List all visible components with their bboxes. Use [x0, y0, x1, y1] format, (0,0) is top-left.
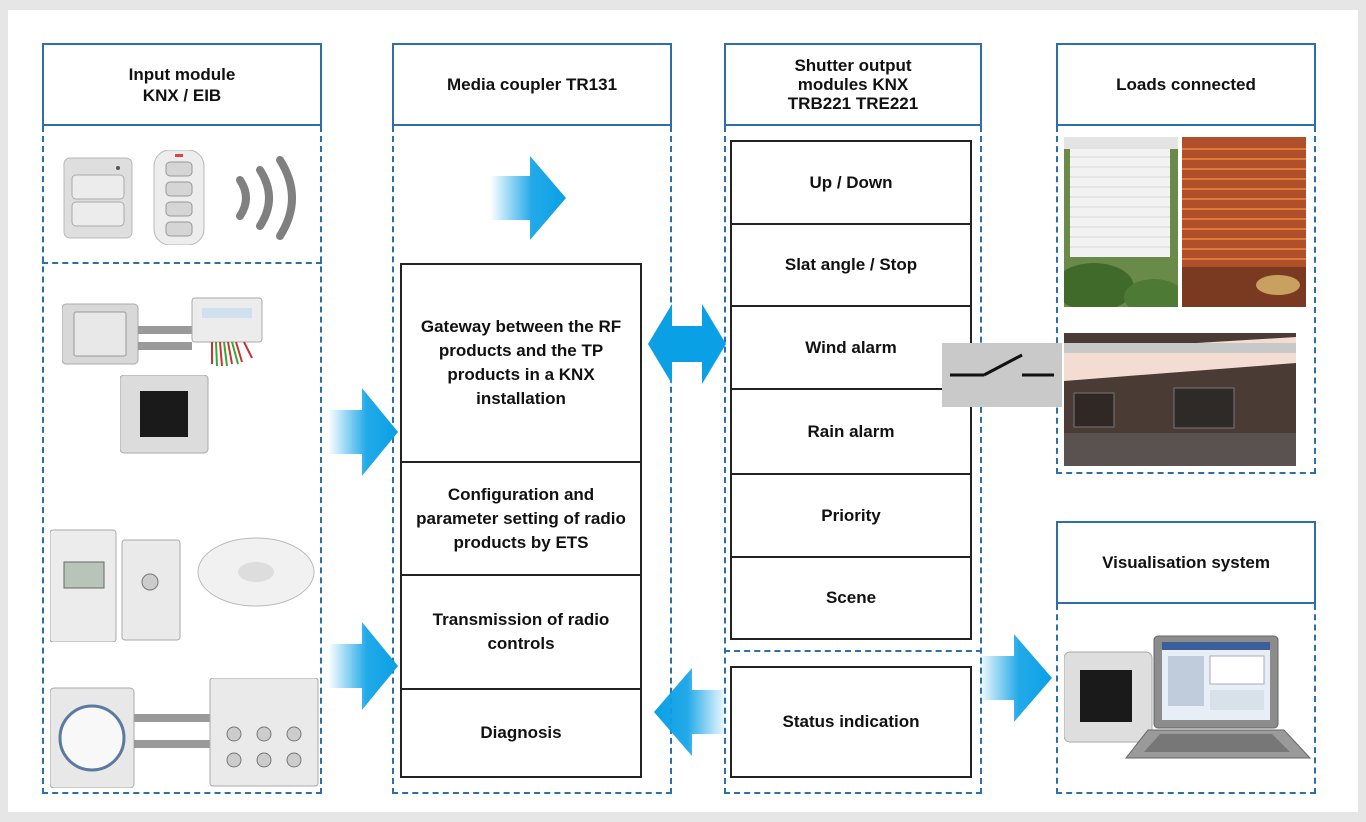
shutter-module-group: [724, 126, 982, 794]
media-coupler-header: Media coupler TR131: [392, 43, 672, 126]
coupler-function-configuration: Configuration and parameter setting of r…: [400, 461, 642, 576]
input-module-group: [42, 126, 322, 794]
awning-photo: [1064, 333, 1296, 466]
visualisation-system-group: [1056, 604, 1316, 794]
loads-connected-group: [1056, 126, 1316, 474]
status-indication-box: Status indication: [730, 666, 972, 778]
shutter-divider: [724, 650, 982, 652]
din-modules-sensor-illustration: [50, 529, 315, 642]
switch-binary-input-illustration: [62, 297, 263, 367]
loads-connected-header: Loads connected: [1056, 43, 1316, 126]
shutter-function-scene: Scene: [730, 556, 972, 640]
roller-shutter-photo: [1064, 137, 1178, 307]
radio-remotes-illustration: [63, 150, 296, 245]
coupler-shutter-double-arrow: [648, 304, 726, 384]
coupler-function-gateway: Gateway between the RF products and the …: [400, 263, 642, 463]
status-to-coupler-arrow: [654, 668, 728, 756]
shutter-function-rain-alarm: Rain alarm: [730, 388, 972, 475]
input-to-coupler-arrow-lower: [328, 622, 398, 710]
media-coupler-group: [392, 126, 672, 794]
relay-contact-symbol: [942, 343, 1062, 407]
input-module-header: Input module KNX / EIB: [42, 43, 322, 126]
shutter-function-priority: Priority: [730, 473, 972, 558]
input-divider: [42, 262, 322, 264]
coupler-function-diagnosis: Diagnosis: [400, 688, 642, 778]
visualisation-system-header: Visualisation system: [1056, 521, 1316, 604]
venetian-blind-photo: [1182, 137, 1306, 307]
status-to-visualisation-arrow: [978, 634, 1052, 722]
input-to-coupler-arrow-upper: [328, 388, 398, 476]
timer-output-module-illustration: [50, 678, 319, 788]
coupler-function-transmission: Transmission of radio controls: [400, 574, 642, 690]
touch-panel-laptop-illustration: [1064, 635, 1312, 759]
touch-panel-illustration: [120, 375, 209, 454]
coupler-input-arrow: [490, 156, 566, 240]
shutter-module-header: Shutter output modules KNX TRB221 TRE221: [724, 43, 982, 126]
